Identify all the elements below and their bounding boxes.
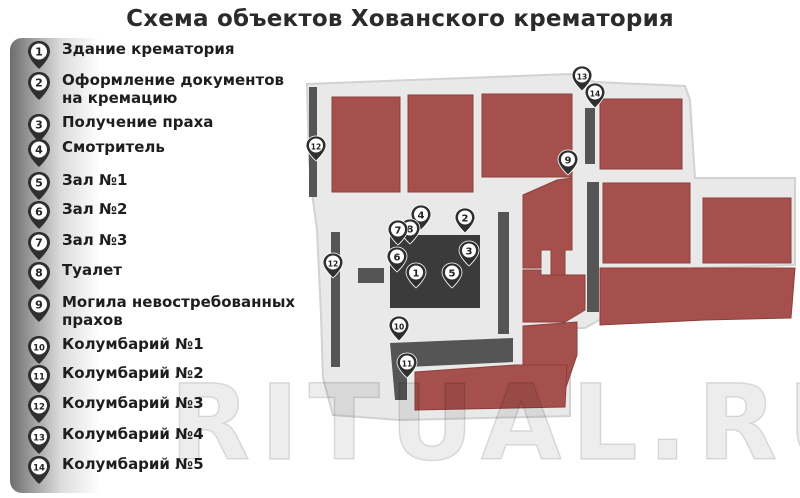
legend-label: Зал №2	[62, 200, 128, 218]
map-pin-icon: 7	[28, 232, 50, 260]
plots	[331, 93, 796, 411]
pin-number: 12	[33, 403, 45, 413]
legend-label: Зал №1	[62, 171, 128, 189]
map-marker-11: 11	[396, 352, 418, 379]
legend-label: Туалет	[62, 261, 122, 279]
path-strip	[587, 182, 599, 312]
map-pin-icon: 5	[28, 172, 50, 200]
map-pin-icon: 10	[28, 336, 50, 364]
plot	[702, 197, 792, 264]
legend-label: Колумбарий №1	[62, 335, 204, 353]
map-marker-2: 2	[454, 207, 476, 234]
legend-label: Смотритель	[62, 138, 165, 156]
pin-number: 14	[33, 464, 45, 474]
pin-number: 3	[35, 119, 43, 132]
pin-number: 7	[35, 237, 43, 250]
marker-number: 1	[413, 268, 420, 279]
pin-number: 13	[33, 434, 45, 444]
marker-number: 3	[466, 246, 473, 257]
pin-number: 6	[35, 206, 43, 219]
legend-label: Зал №3	[62, 231, 128, 249]
pin-number: 10	[33, 344, 45, 354]
plot	[331, 96, 401, 193]
legend-label: Оформление документов на кремацию	[62, 71, 285, 107]
map-pin-icon: 9	[28, 294, 50, 322]
map-pin-icon: 1	[28, 41, 50, 69]
path-strip	[585, 108, 595, 164]
map-marker-10: 10	[388, 315, 410, 342]
plot	[481, 93, 573, 178]
map-pin-icon: 4	[28, 139, 50, 167]
legend-label: Могила невостребованных прахов	[62, 293, 296, 329]
marker-number: 7	[395, 225, 402, 236]
marker-number: 6	[394, 252, 401, 263]
plot	[414, 364, 568, 411]
map-pin-icon: 12	[28, 395, 50, 423]
marker-number: 11	[402, 359, 412, 368]
map-marker-6: 6	[386, 246, 408, 273]
marker-number: 12	[311, 142, 321, 151]
map-pin-icon: 13	[28, 426, 50, 454]
map-pin-icon: 8	[28, 262, 50, 290]
pin-number: 9	[35, 299, 43, 312]
legend-label: Колумбарий №5	[62, 455, 204, 473]
map-pin-icon: 3	[28, 114, 50, 142]
legend-panel: 1 Здание крематория 2 Оформление документов…	[10, 38, 310, 493]
pin-number: 4	[35, 144, 43, 157]
pin-number: 1	[35, 46, 43, 59]
map-marker-5: 5	[441, 262, 463, 289]
marker-number: 5	[449, 268, 456, 279]
pin-number: 5	[35, 177, 43, 190]
map-marker-12: 12	[322, 252, 344, 279]
marker-number: 8	[407, 224, 414, 235]
path-strip	[498, 212, 509, 334]
map-pin-icon: 2	[28, 72, 50, 100]
marker-number: 14	[590, 89, 600, 98]
marker-number: 2	[462, 213, 469, 224]
pin-number: 8	[35, 267, 43, 280]
pin-number: 11	[33, 373, 45, 383]
map-marker-7: 7	[387, 219, 409, 246]
map-pin-icon: 6	[28, 201, 50, 229]
plot	[599, 267, 796, 326]
legend-label: Получение праха	[62, 113, 214, 131]
plot	[407, 94, 474, 193]
legend-label: Колумбарий №2	[62, 364, 204, 382]
map-marker-9: 9	[557, 149, 579, 176]
map-marker-1: 1	[405, 262, 427, 289]
plot	[602, 182, 691, 264]
plot	[599, 98, 683, 170]
path-strip	[390, 338, 513, 400]
legend-label: Колумбарий №3	[62, 394, 204, 412]
marker-number: 12	[328, 259, 338, 268]
map-marker-14: 14	[584, 82, 606, 109]
map-marker-3: 3	[458, 240, 480, 267]
map-pin-icon: 14	[28, 456, 50, 484]
legend-label: Здание крематория	[62, 40, 235, 58]
legend-label: Колумбарий №4	[62, 425, 204, 443]
marker-number: 9	[565, 155, 572, 166]
plot	[522, 269, 586, 323]
page-title: Схема объектов Хованского крематория	[126, 6, 674, 32]
path-strip	[358, 268, 384, 283]
map-pin-icon: 11	[28, 365, 50, 393]
marker-number: 13	[577, 72, 587, 81]
marker-number: 4	[418, 210, 425, 221]
map-marker-13: 13	[571, 65, 593, 92]
pin-number: 2	[35, 77, 43, 90]
path-strip	[331, 232, 340, 367]
marker-number: 10	[394, 322, 404, 331]
map-marker-12: 12	[305, 135, 327, 162]
